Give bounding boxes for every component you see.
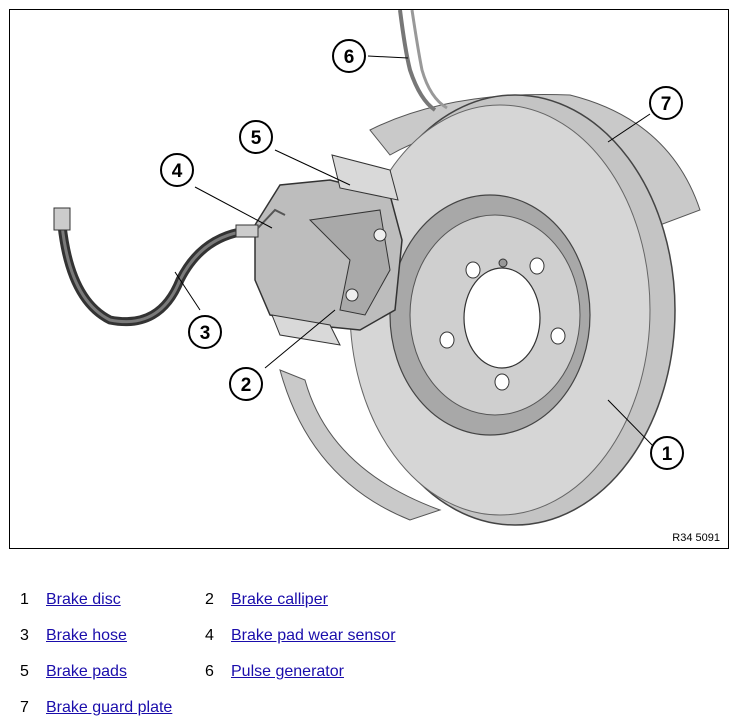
legend-number: 3 (20, 627, 29, 644)
figure-reference-code: R34 5091 (672, 532, 720, 544)
callout-leader-6 (367, 55, 409, 59)
link-brake-hose[interactable]: Brake hose (46, 627, 127, 644)
legend-item-brake-guard-plate: 7 Brake guard plate (0, 699, 172, 717)
legend-item-brake-pads: 5 Brake pads (0, 663, 127, 681)
brake-pad-lower (271, 314, 341, 346)
brake-calliper-bracket (308, 209, 391, 316)
brake-assembly-illustration: 1 2 3 4 5 6 7 (53, 10, 701, 526)
legend-item-brake-hose: 3 Brake hose (0, 627, 127, 645)
link-brake-pad-wear-sensor[interactable]: Brake pad wear sensor (231, 627, 396, 644)
legend-number: 5 (20, 663, 29, 680)
legend-item-brake-pad-wear-sensor: 4 Brake pad wear sensor (185, 627, 396, 645)
callout-1: 1 (650, 436, 684, 470)
svg-text:5: 5 (251, 128, 262, 149)
wheel-bolt-hole (465, 261, 481, 279)
brake-disc-hub-hole (463, 267, 541, 369)
legend-number: 7 (20, 699, 29, 716)
legend-item-pulse-generator: 6 Pulse generator (185, 663, 344, 681)
diagram-figure: 1 2 3 4 5 6 7 R34 5091 (9, 9, 729, 549)
svg-text:2: 2 (241, 375, 252, 396)
callout-leader-2 (264, 309, 336, 369)
pulse-generator-cable-2 (410, 10, 448, 110)
legend-number: 2 (205, 591, 214, 608)
calliper-bolt (345, 288, 359, 302)
legend-number: 1 (20, 591, 29, 608)
svg-text:4: 4 (172, 161, 183, 182)
legend-item-brake-calliper: 2 Brake calliper (185, 591, 328, 609)
callout-4: 4 (160, 153, 194, 187)
callout-leader-4 (194, 186, 273, 229)
hose-fitting (53, 207, 71, 231)
svg-text:7: 7 (661, 94, 672, 115)
link-brake-calliper[interactable]: Brake calliper (231, 591, 328, 608)
wheel-bolt-hole (550, 327, 566, 345)
link-brake-pads[interactable]: Brake pads (46, 663, 127, 680)
link-brake-disc[interactable]: Brake disc (46, 591, 121, 608)
legend-item-brake-disc: 1 Brake disc (0, 591, 121, 609)
callout-6: 6 (332, 39, 366, 73)
brake-hose-highlight (60, 224, 241, 324)
link-pulse-generator[interactable]: Pulse generator (231, 663, 344, 680)
callout-leader-5 (274, 149, 351, 186)
wheel-bolt-hole (494, 373, 510, 391)
brake-pad-upper (331, 154, 399, 201)
svg-text:6: 6 (344, 47, 355, 68)
callout-5: 5 (239, 120, 273, 154)
callout-2: 2 (229, 367, 263, 401)
svg-text:3: 3 (200, 323, 211, 344)
svg-text:1: 1 (662, 444, 673, 465)
wheel-bolt-hole (439, 331, 455, 349)
brake-pad-wear-sensor-wire (257, 208, 286, 229)
callout-3: 3 (188, 315, 222, 349)
callout-leader-1 (607, 399, 656, 449)
pulse-generator-cable (398, 10, 437, 112)
wheel-bolt-hole (529, 257, 545, 275)
callout-leader-7 (607, 113, 651, 143)
brake-guard-plate-lower (279, 369, 442, 521)
brake-hose-shape (57, 224, 241, 327)
hose-fitting-calliper (235, 224, 259, 238)
legend-number: 4 (205, 627, 214, 644)
callout-leader-3 (174, 271, 201, 311)
callout-7: 7 (649, 86, 683, 120)
legend-number: 6 (205, 663, 214, 680)
link-brake-guard-plate[interactable]: Brake guard plate (46, 699, 173, 716)
calliper-bolt (373, 228, 387, 242)
centering-pin (498, 258, 508, 268)
